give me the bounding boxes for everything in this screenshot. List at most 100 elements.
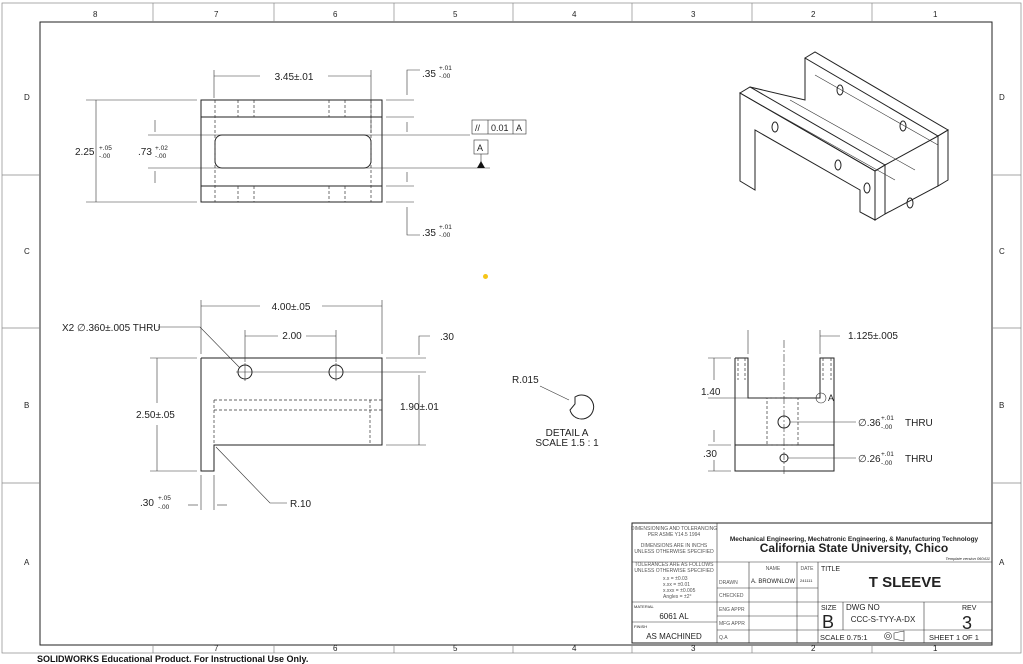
zone-row: A (999, 558, 1005, 567)
title-block: DIMENSIONING AND TOLERANCING PER ASME Y1… (631, 522, 993, 644)
template-version: Template version 060411 (946, 556, 990, 561)
zone-row: B (24, 401, 29, 410)
detail-ref: A (828, 393, 834, 403)
dim-height: 2.25 (75, 147, 95, 158)
tol-plus: +.01 (439, 65, 452, 72)
drawn-date: 241111 (800, 578, 813, 583)
tol-minus: -.00 (881, 424, 893, 431)
hole2-callout: ∅.26 (858, 454, 881, 465)
tol-row: Angles = ±2° (663, 594, 692, 600)
gdt-tolerance: 0.01 (491, 123, 509, 133)
tol-plus: +.05 (158, 495, 171, 502)
datum-feature-a: A (473, 139, 489, 168)
dwg-no-value: CCC-S-TYY-A-DX (851, 615, 916, 624)
hole1-callout: ∅.36 (858, 418, 881, 429)
datum-label: A (477, 143, 483, 153)
gdt-datum: A (516, 123, 522, 133)
row-label: DRAWN (719, 580, 738, 586)
finish-value: AS MACHINED (646, 632, 702, 641)
dwg-no-label: DWG NO (846, 603, 880, 612)
zone-col: 3 (691, 10, 696, 19)
name-header: NAME (766, 566, 781, 572)
thru-label: THRU (905, 418, 933, 429)
tol-plus: +.05 (99, 145, 112, 152)
units-note: UNLESS OTHERWISE SPECIFIED (634, 549, 714, 555)
zone-col: 5 (453, 10, 458, 19)
row-label: CHECKED (719, 593, 744, 599)
top-view: 3.45±.01 2.25 +.05 -.00 .73 +.02 -.00 .3… (75, 65, 527, 239)
dim-top-offset: .30 (440, 332, 454, 343)
tol-row: x.x = ±0.03 (663, 576, 688, 582)
material-label: MATERIAL (634, 604, 654, 609)
dim-radius: R.10 (290, 499, 312, 510)
zone-col: 7 (214, 10, 219, 19)
dim-hole-height: 1.90±.01 (400, 402, 439, 413)
dim-slot-width: 1.125±.005 (848, 331, 898, 342)
dim-length: 4.00±.05 (272, 302, 311, 313)
tol-minus: -.00 (158, 504, 170, 511)
zone-row: C (24, 247, 30, 256)
zone-col: 4 (572, 644, 577, 653)
dim-base: .30 (703, 449, 717, 460)
units-note: DIMENSIONS ARE IN INCHS (641, 543, 708, 549)
zone-col: 7 (214, 644, 219, 653)
highlight-dot (483, 274, 488, 279)
row-label: ENG APPR (719, 607, 745, 613)
date-header: DATE (801, 566, 815, 572)
tol-row: x.xxx = ±0.005 (663, 588, 696, 594)
tol-plus: +.02 (155, 145, 168, 152)
scale-value: SCALE 0.75:1 (820, 633, 868, 642)
std-note: DIMENSIONING AND TOLERANCING (631, 526, 717, 532)
rev-label: REV (962, 605, 977, 612)
zone-row: D (999, 93, 1005, 102)
isometric-view (739, 51, 949, 221)
finish-label: FINISH (634, 624, 647, 629)
drawn-name: A. BROWNLOW (751, 579, 795, 585)
tol-minus: -.00 (439, 73, 451, 80)
zone-col: 2 (811, 644, 816, 653)
tol-plus: +.01 (881, 415, 894, 422)
detail-scale: SCALE 1.5 : 1 (535, 438, 599, 449)
tol-plus: +.01 (881, 451, 894, 458)
dim-slot: .73 (138, 147, 152, 158)
tol-minus: -.00 (155, 153, 167, 160)
dim-width: 3.45±.01 (275, 72, 314, 83)
zone-col: 1 (933, 10, 938, 19)
zone-col: 2 (811, 10, 816, 19)
tol-minus: -.00 (439, 232, 451, 239)
dim-wall-bottom: .35 (422, 228, 436, 239)
thru-label: THRU (905, 454, 933, 465)
zone-col: 6 (333, 10, 338, 19)
tol-minus: -.00 (99, 153, 111, 160)
drawing-title: T SLEEVE (869, 574, 942, 591)
sheet-number: SHEET 1 OF 1 (929, 633, 979, 642)
zone-row: D (24, 93, 30, 102)
zone-col: 4 (572, 10, 577, 19)
zone-col: 8 (93, 10, 98, 19)
zone-col: 6 (333, 644, 338, 653)
dim-hole-spacing: 2.00 (282, 331, 302, 342)
zone-row: B (999, 401, 1004, 410)
zone-row: C (999, 247, 1005, 256)
dim-depth: 1.40 (701, 387, 721, 398)
dim-wall-top: .35 (422, 69, 436, 80)
rev-value: 3 (962, 613, 972, 633)
row-label: Q.A (719, 635, 728, 641)
side-view: A 1.125±.005 1.40 .30 ∅.36 +.01 -.00 THR… (701, 330, 933, 475)
zone-col: 3 (691, 644, 696, 653)
zone-col: 5 (453, 644, 458, 653)
detail-radius: R.015 (512, 375, 539, 386)
std-note: PER ASME Y14.5 1994 (648, 532, 701, 538)
detail-title: DETAIL A (546, 428, 589, 439)
educational-footer: SOLIDWORKS Educational Product. For Inst… (37, 654, 309, 664)
school-name: California State University, Chico (760, 541, 949, 555)
department: Mechanical Engineering, Mechatronic Engi… (730, 536, 979, 543)
detail-a: R.015 DETAIL A SCALE 1.5 : 1 (512, 375, 599, 449)
gdt-frame: // 0.01 A (471, 119, 527, 135)
front-view: 4.00±.05 2.00 X2 ∅.360±.005 THRU .30 1.9… (62, 300, 454, 511)
size-value: B (822, 612, 834, 632)
tol-note: TOLERANCES ARE AS FOLLOWS (635, 562, 714, 568)
zone-row: A (24, 558, 30, 567)
